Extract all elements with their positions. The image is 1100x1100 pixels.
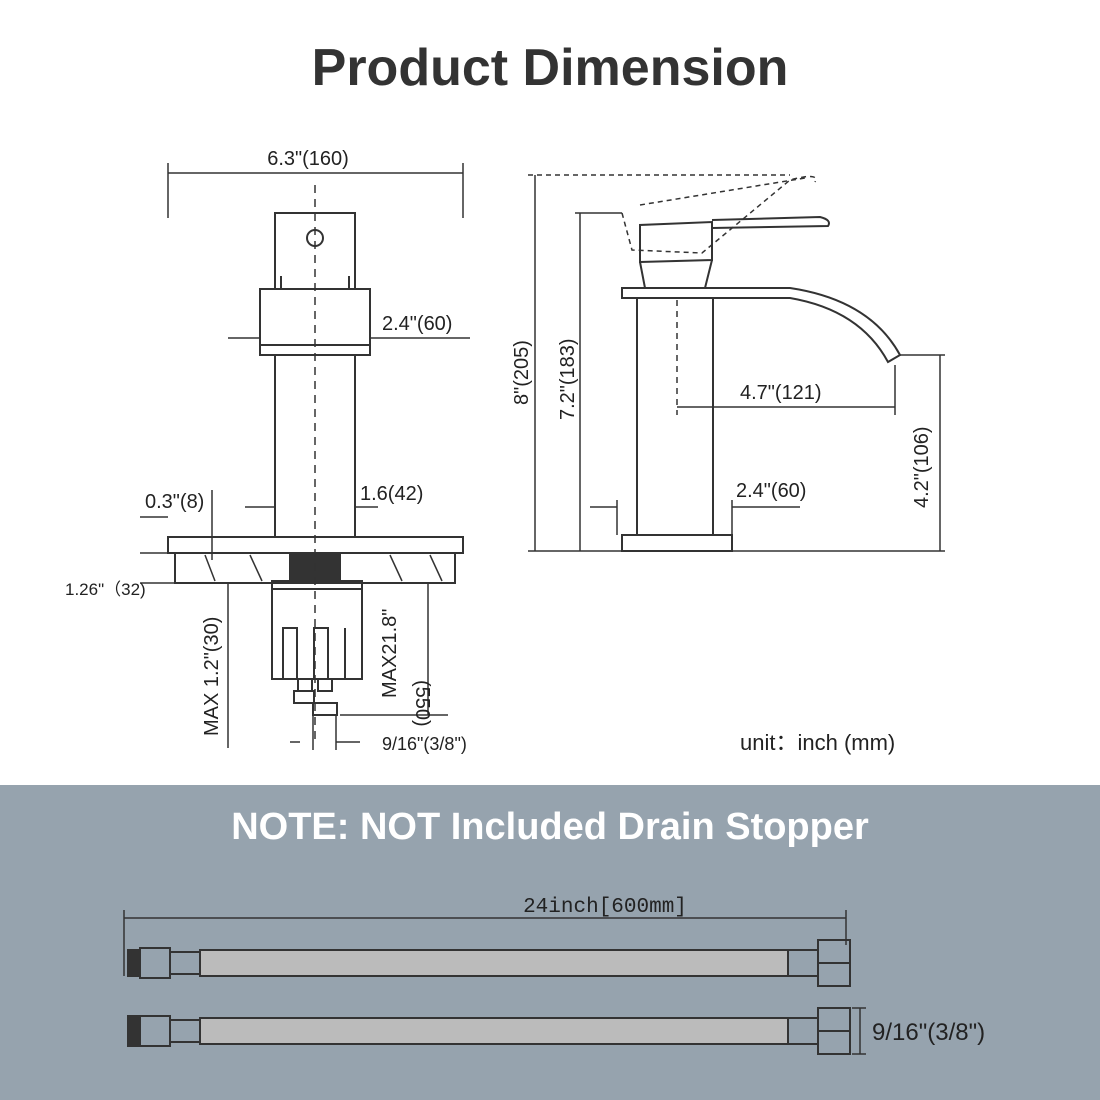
shank-label: 1.6(42) [360, 483, 423, 505]
max-hose-label: MAX21.8" [379, 609, 401, 698]
connector-label: 9/16"(3/8") [382, 734, 467, 754]
spout-height-label: 4.2"(106) [911, 426, 933, 508]
unit-label: unit：inch (mm) [740, 730, 895, 755]
hose-bottom [127, 1007, 851, 1055]
note-heading: NOTE: NOT Included Drain Stopper [231, 806, 869, 848]
page-title: Product Dimension [311, 39, 789, 97]
width-label: 6.3"(160) [267, 148, 349, 170]
body-height-label: 7.2"(183) [557, 338, 579, 420]
hose-top [127, 939, 851, 987]
body-width-label: 2.4"(60) [382, 313, 452, 335]
hose-nut-label: 9/16"(3/8") [872, 1019, 985, 1046]
front-dimension-lines [140, 163, 470, 750]
max-deck-label: MAX 1.2"(30) [201, 617, 223, 736]
hose-length-label: 24inch[600mm] [523, 896, 687, 919]
reach-label: 4.7"(121) [740, 382, 822, 404]
base-width-label: 2.4"(60) [736, 480, 806, 502]
side-dimension-lines [528, 174, 945, 552]
hose-dimension-lines [123, 910, 866, 1055]
max-hose-mm-label: (550) [411, 680, 433, 727]
deck-label: 0.3"(8) [145, 491, 204, 513]
total-height-label: 8"(205) [511, 340, 533, 405]
deck-thickness-label: 1.26"（32) [65, 580, 146, 599]
note-band [0, 785, 1100, 1100]
